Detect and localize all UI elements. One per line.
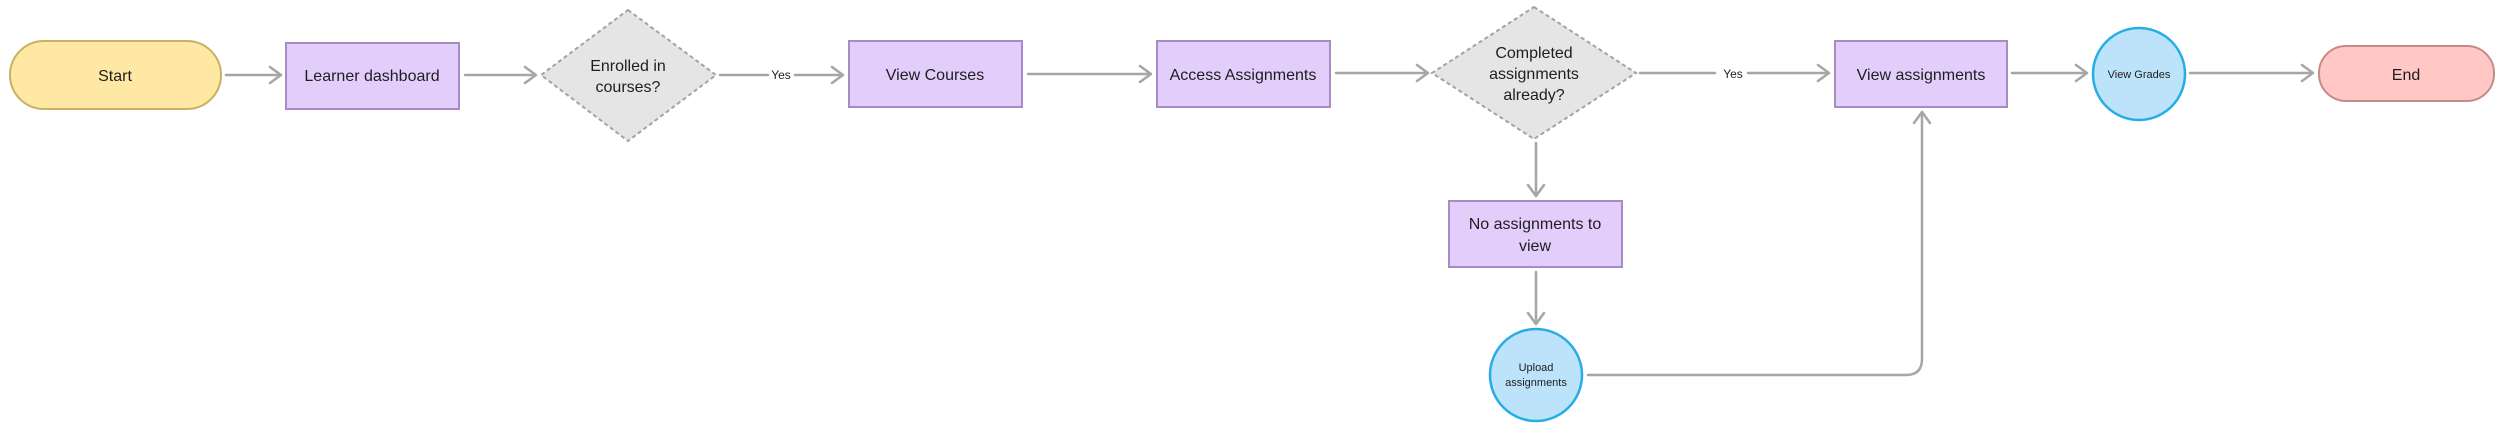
upload-label-line1: Upload <box>1519 362 1554 374</box>
access-assignments-label: Access Assignments <box>1170 67 1317 84</box>
start-terminator[interactable]: Start <box>9 40 222 110</box>
edge-label-completed-yes: Yes <box>1723 67 1743 81</box>
edge-dashboard-to-enrolled <box>463 65 538 85</box>
upload-label-line2: assignments <box>1505 377 1567 389</box>
edge-view-courses-to-access <box>1026 64 1153 84</box>
start-label: Start <box>98 68 132 85</box>
view-assignments-label: View assignments <box>1857 67 1986 84</box>
completed-label-line2: assignments <box>1489 66 1579 83</box>
completed-decision[interactable]: Completed assignments already? <box>1430 5 1638 141</box>
end-terminator[interactable]: End <box>2318 45 2495 102</box>
no-assignments-node[interactable]: No assignments to view <box>1448 200 1623 268</box>
edge-upload-to-view-assignments <box>1586 110 1932 377</box>
connectors <box>224 63 2315 377</box>
learner-dashboard-label: Learner dashboard <box>304 68 439 85</box>
enrolled-label-line2: courses? <box>596 79 661 96</box>
enrolled-decision[interactable]: Enrolled in courses? <box>539 8 718 143</box>
enrolled-label-line1: Enrolled in <box>590 58 666 75</box>
edge-completed-to-no-assignments <box>1526 141 1546 198</box>
edge-label-enrolled-yes: Yes <box>771 68 791 82</box>
completed-label-line1: Completed <box>1495 45 1572 62</box>
edge-start-to-dashboard <box>224 65 283 85</box>
edge-no-assignments-to-upload <box>1526 270 1546 326</box>
edge-view-assignments-to-grades <box>2010 63 2089 83</box>
edge-grades-to-end <box>2188 63 2315 83</box>
edge-completed-to-view-assignments <box>1638 63 1831 83</box>
no-assignments-label-line1: No assignments to <box>1469 216 1602 233</box>
learner-dashboard-node[interactable]: Learner dashboard <box>285 42 460 110</box>
edge-access-to-completed <box>1334 63 1430 83</box>
view-grades-node[interactable]: View Grades <box>2091 26 2187 122</box>
view-assignments-node[interactable]: View assignments <box>1834 40 2008 108</box>
upload-assignments-node[interactable]: Upload assignments <box>1488 327 1584 423</box>
no-assignments-label-line2: view <box>1519 238 1551 255</box>
view-courses-label: View Courses <box>886 67 984 84</box>
view-grades-label: View Grades <box>2108 69 2171 81</box>
access-assignments-node[interactable]: Access Assignments <box>1156 40 1331 108</box>
completed-label-line3: already? <box>1503 87 1564 104</box>
end-label: End <box>2392 67 2420 84</box>
edge-enrolled-to-view-courses <box>718 65 845 85</box>
view-courses-node[interactable]: View Courses <box>848 40 1023 108</box>
